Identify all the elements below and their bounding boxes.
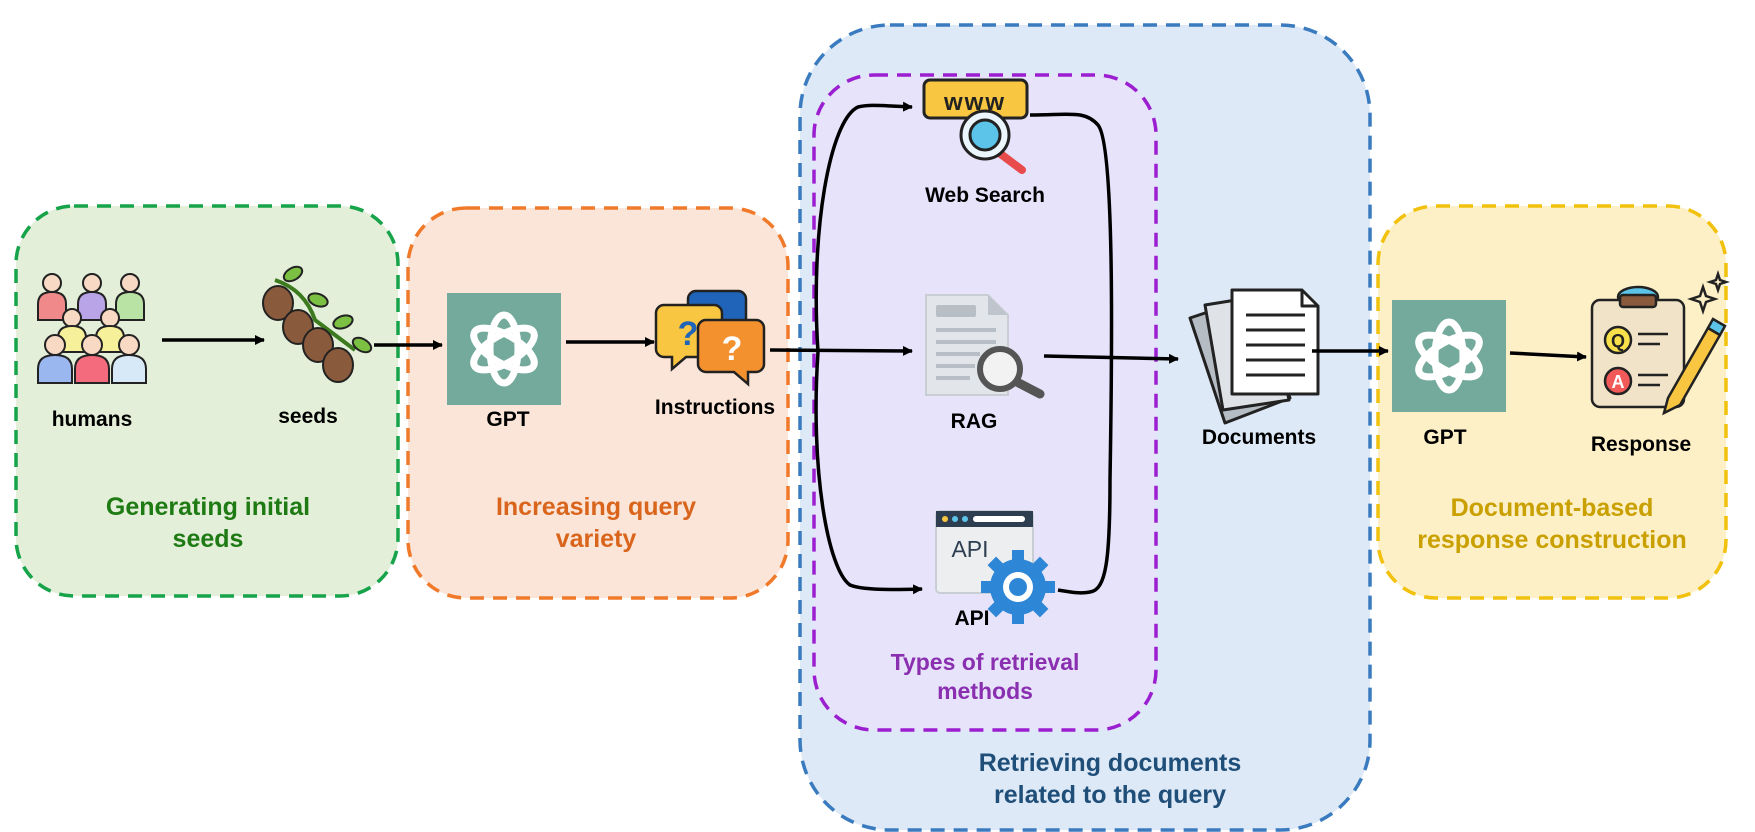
svg-text:?: ? <box>678 315 699 353</box>
panel-generating-seeds <box>14 204 400 598</box>
gpt-logo-icon <box>447 293 561 405</box>
stage-title-variety-line2: variety <box>556 525 637 553</box>
documents-label: Documents <box>1202 426 1316 449</box>
documents-icon <box>1188 288 1320 425</box>
response-qa-clipboard-icon: Q A <box>1590 270 1730 416</box>
gpt-label: GPT <box>1423 426 1466 449</box>
stage-title-retrieval-line2: related to the query <box>994 781 1226 809</box>
stage-title-variety-line1: Increasing query <box>496 493 696 521</box>
arrow-rag-to-documents <box>1043 353 1179 364</box>
stage-title-response-line1: Document-based <box>1451 494 1654 522</box>
qa-a-text: A <box>1612 372 1625 392</box>
qa-q-text: Q <box>1611 331 1625 351</box>
stage-title-response-line2: response construction <box>1417 526 1687 554</box>
response-label: Response <box>1591 433 1691 456</box>
instructions-label: Instructions <box>655 396 775 419</box>
stage-title-retrieval-line1: Retrieving documents <box>979 749 1242 777</box>
arrow-instructions-to-rag <box>769 345 913 356</box>
api-gear-icon: API <box>935 510 1055 624</box>
arrow-gpt-to-response <box>1509 351 1587 362</box>
svg-text:?: ? <box>722 330 743 368</box>
line-web-search-out <box>1029 112 1114 595</box>
api-label: API <box>954 607 989 630</box>
rag-document-search-icon <box>925 294 1045 399</box>
arrow-to-web-search <box>814 101 913 353</box>
humans-label: humans <box>52 408 133 431</box>
seeds-icon <box>262 265 373 383</box>
flow-arrows <box>162 101 1587 595</box>
api-icon-text: API <box>951 536 988 562</box>
instructions-question-icon: ? ? <box>654 289 766 387</box>
gpt-logo-icon <box>1392 300 1506 412</box>
seeds-label: seeds <box>278 405 338 428</box>
web-search-icon: www <box>922 78 1029 174</box>
stage-title-seeds-line1: Generating initial <box>106 493 310 521</box>
stage-title-methods-line1: Types of retrieval <box>891 649 1080 675</box>
stage-title-seeds-line2: seeds <box>173 525 244 553</box>
web-search-label: Web Search <box>925 184 1045 207</box>
stage-title-methods-line2: methods <box>937 678 1033 704</box>
rag-label: RAG <box>951 410 998 433</box>
gpt-label: GPT <box>486 408 529 431</box>
humans-icon <box>37 273 147 384</box>
arrow-to-api <box>814 351 923 595</box>
panel-retrieval-methods <box>812 73 1158 732</box>
